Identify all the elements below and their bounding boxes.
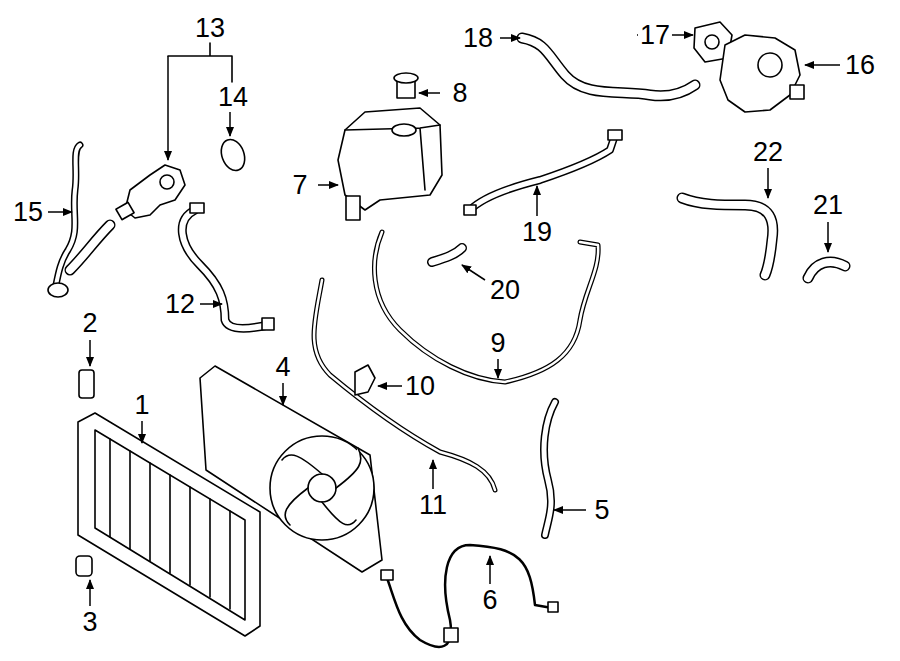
callout-number: 5 xyxy=(592,497,611,524)
callout-number: 3 xyxy=(80,609,99,636)
callout-number: 7 xyxy=(290,172,309,199)
callout-number: 9 xyxy=(488,330,507,357)
callout-number: 2 xyxy=(80,310,99,337)
callout-number: 11 xyxy=(417,492,449,519)
callout-number: 20 xyxy=(488,277,522,304)
callout-number: 19 xyxy=(520,219,554,246)
callout-number: 8 xyxy=(450,80,469,107)
callout-number: 4 xyxy=(273,354,292,381)
callout-number: 21 xyxy=(811,192,845,219)
callout-number: 12 xyxy=(163,291,197,318)
callout-number: 18 xyxy=(461,25,495,52)
callout-number: 1 xyxy=(132,392,151,419)
callout-number: 14 xyxy=(216,84,250,111)
callout-number: 17 xyxy=(638,22,672,49)
callout-number: 15 xyxy=(11,199,45,226)
callout-number: 10 xyxy=(403,373,437,400)
callout-number: 22 xyxy=(751,139,785,166)
callout-number: 6 xyxy=(480,587,499,614)
callout-number: 13 xyxy=(193,15,227,42)
callout-number: 16 xyxy=(843,52,877,79)
